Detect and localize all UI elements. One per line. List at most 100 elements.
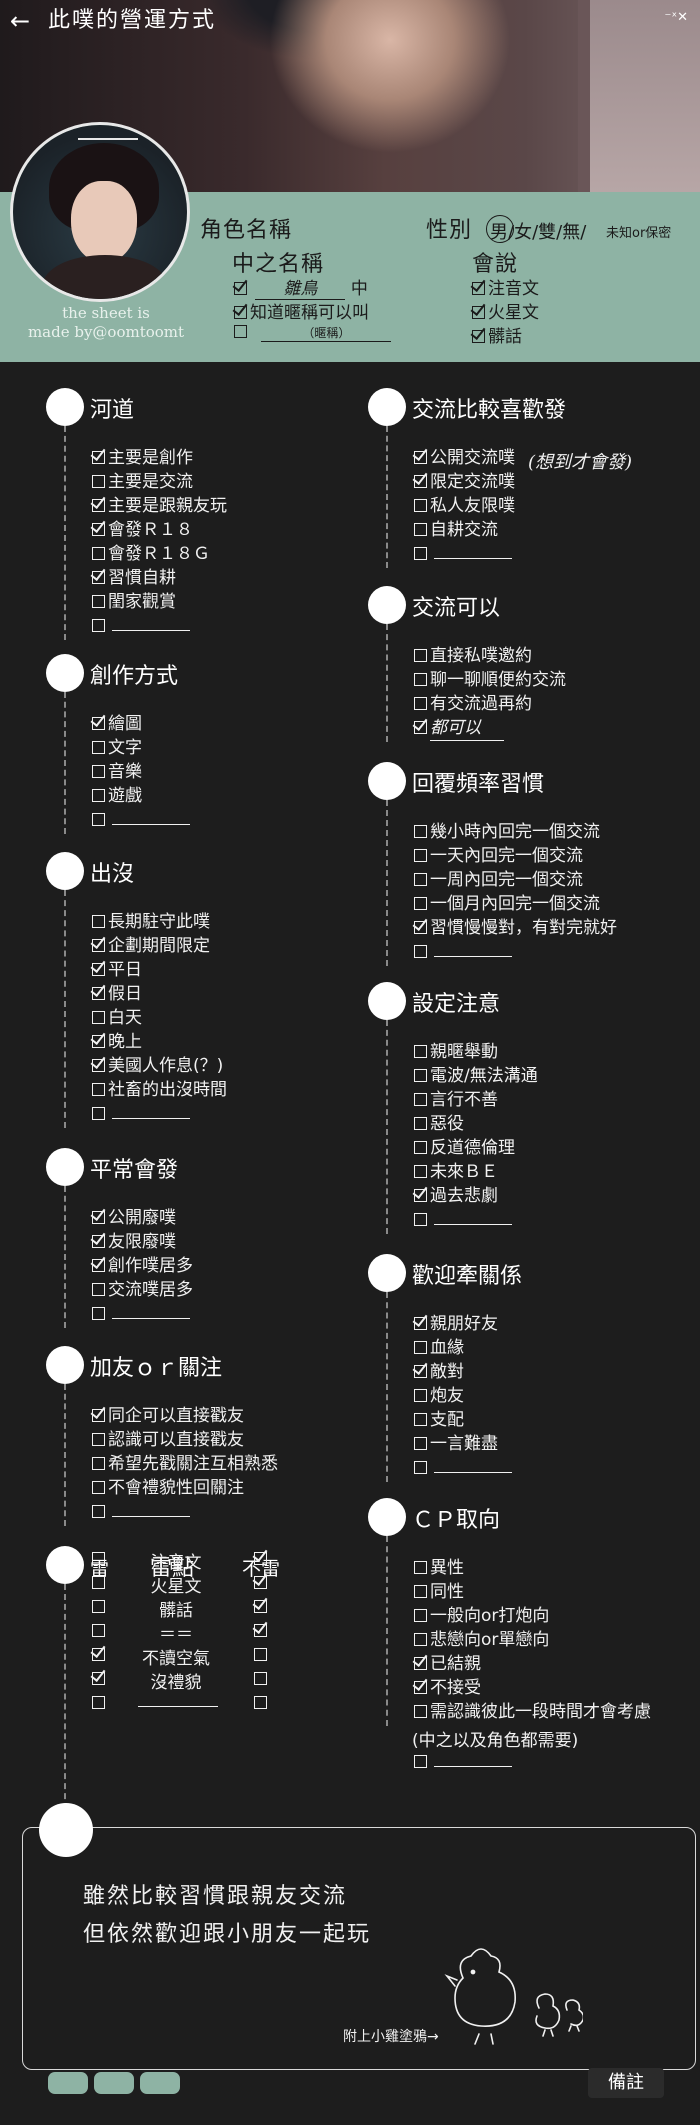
checklist-item[interactable]: 創作噗居多 (92, 1254, 193, 1278)
checklist-item[interactable]: 一周內回完一個交流 (414, 868, 617, 892)
checklist-item[interactable]: 惡役 (414, 1112, 538, 1136)
checkbox-icon[interactable] (92, 915, 105, 928)
checklist-item[interactable] (92, 1500, 278, 1524)
checkbox-icon[interactable] (414, 1609, 427, 1622)
checkbox-icon[interactable] (414, 1755, 427, 1768)
memo-button[interactable]: 備註 (588, 2068, 664, 2098)
tab-1[interactable] (48, 2072, 88, 2094)
mine-checkbox-icon[interactable] (92, 1552, 105, 1565)
checkbox-icon[interactable] (92, 1433, 105, 1446)
checklist-item[interactable]: 會發Ｒ１８ (92, 518, 227, 542)
checkbox-icon[interactable] (92, 717, 105, 730)
checkbox-icon[interactable] (92, 1307, 105, 1320)
checkbox-icon[interactable] (414, 1165, 427, 1178)
checkbox-icon[interactable] (92, 1211, 105, 1224)
cp-blank-item[interactable] (414, 1752, 512, 1772)
checkbox-icon[interactable] (414, 673, 427, 686)
gender-unknown-option[interactable]: 未知or保密 (606, 226, 672, 241)
checklist-item[interactable]: 平日 (92, 958, 227, 982)
checkbox-icon[interactable] (472, 330, 485, 343)
checklist-item[interactable]: 習慣慢慢對，有對完就好 (414, 916, 617, 940)
checklist-item[interactable]: 幾小時內回完一個交流 (414, 820, 617, 844)
checkbox-icon[interactable] (414, 1633, 427, 1646)
checklist-item[interactable]: 一個月內回完一個交流 (414, 892, 617, 916)
checklist-item[interactable]: 不接受 (414, 1676, 651, 1700)
mine-checkbox-icon[interactable] (92, 1696, 105, 1709)
mine-checkbox-icon[interactable] (92, 1648, 105, 1661)
checkbox-icon[interactable] (414, 1657, 427, 1670)
ok-checkbox-icon[interactable] (254, 1576, 267, 1589)
checklist-item[interactable]: 一言難盡 (414, 1432, 512, 1456)
checkbox-icon[interactable] (92, 523, 105, 536)
gender-options[interactable]: 男/女/雙/無/ (490, 222, 587, 243)
checkbox-icon[interactable] (92, 1481, 105, 1494)
checklist-item[interactable] (92, 1302, 193, 1326)
ok-checkbox-icon[interactable] (254, 1624, 267, 1637)
checkbox-icon[interactable] (92, 1011, 105, 1024)
checkbox-icon[interactable] (414, 499, 427, 512)
checkbox-icon[interactable] (414, 547, 427, 560)
checkbox-icon[interactable] (414, 1213, 427, 1226)
ok-checkbox-icon[interactable] (254, 1672, 267, 1685)
checklist-item[interactable]: 交流噗居多 (92, 1278, 193, 1302)
checklist-item[interactable]: 音樂 (92, 760, 190, 784)
checkbox-icon[interactable] (92, 1035, 105, 1048)
checkbox-icon[interactable] (414, 1705, 427, 1718)
checklist-item[interactable]: 遊戲 (92, 784, 190, 808)
checkbox-icon[interactable] (92, 619, 105, 632)
checkbox-icon[interactable] (414, 721, 427, 734)
checkbox-icon[interactable] (92, 1259, 105, 1272)
checkbox-icon[interactable] (472, 282, 485, 295)
lang-item[interactable]: 火星文 (472, 298, 539, 323)
checkbox-icon[interactable] (92, 987, 105, 1000)
checkbox-icon[interactable] (92, 1409, 105, 1422)
close-icon[interactable]: ⁻ˣ✕ (664, 10, 688, 25)
checklist-item[interactable] (92, 614, 227, 638)
checkbox-icon[interactable] (414, 1365, 427, 1378)
ok-checkbox-icon[interactable] (254, 1696, 267, 1709)
checklist-item[interactable]: 一般向or打炮向 (414, 1604, 651, 1628)
checkbox-icon[interactable] (92, 813, 105, 826)
checkbox-icon[interactable] (92, 765, 105, 778)
checklist-item[interactable]: 習慣自耕 (92, 566, 227, 590)
checklist-item[interactable]: 反道德倫理 (414, 1136, 538, 1160)
checklist-item[interactable]: 都可以 (414, 716, 566, 741)
checkbox-icon[interactable] (414, 475, 427, 488)
checklist-item[interactable]: 閨家觀賞 (92, 590, 227, 614)
checklist-item[interactable]: 支配 (414, 1408, 512, 1432)
checklist-item[interactable]: 美國人作息(？) (92, 1054, 227, 1078)
checklist-item[interactable]: 主要是跟親友玩 (92, 494, 227, 518)
checklist-item[interactable]: 友限廢噗 (92, 1230, 193, 1254)
checkbox-icon[interactable] (234, 306, 247, 319)
checklist-item[interactable]: 親暱舉動 (414, 1040, 538, 1064)
checkbox-icon[interactable] (414, 1141, 427, 1154)
checkbox-icon[interactable] (92, 475, 105, 488)
checklist-item[interactable]: 私人友限噗 (414, 494, 515, 518)
checkbox-icon[interactable] (414, 1681, 427, 1694)
checkbox-icon[interactable] (414, 649, 427, 662)
checklist-item[interactable] (414, 1208, 538, 1232)
checkbox-icon[interactable] (414, 1069, 427, 1082)
checkbox-icon[interactable] (472, 306, 485, 319)
nickname-field[interactable]: （暱稱） (234, 322, 392, 342)
checklist-item[interactable]: 主要是創作 (92, 446, 227, 470)
checklist-item[interactable]: 假日 (92, 982, 227, 1006)
checklist-item[interactable]: 限定交流噗 (414, 470, 515, 494)
checkbox-icon[interactable] (414, 1461, 427, 1474)
checklist-item[interactable]: 同企可以直接戳友 (92, 1404, 278, 1428)
checkbox-icon[interactable] (92, 1059, 105, 1072)
checkbox-icon[interactable] (92, 1457, 105, 1470)
checkbox-icon[interactable] (92, 595, 105, 608)
checkbox-icon[interactable] (414, 945, 427, 958)
checkbox-icon[interactable] (414, 1389, 427, 1402)
checklist-item[interactable]: 公開交流噗 (414, 446, 515, 470)
lang-item[interactable]: 注音文 (472, 274, 539, 299)
checkbox-icon[interactable] (414, 1437, 427, 1450)
checklist-item[interactable]: 有交流過再約 (414, 692, 566, 716)
checkbox-icon[interactable] (414, 697, 427, 710)
checklist-item[interactable]: 直接私噗邀約 (414, 644, 566, 668)
checkbox-icon[interactable] (414, 523, 427, 536)
checklist-item[interactable]: 炮友 (414, 1384, 512, 1408)
checklist-item[interactable]: 認識可以直接戳友 (92, 1428, 278, 1452)
checklist-item[interactable]: 不會禮貌性回關注 (92, 1476, 278, 1500)
